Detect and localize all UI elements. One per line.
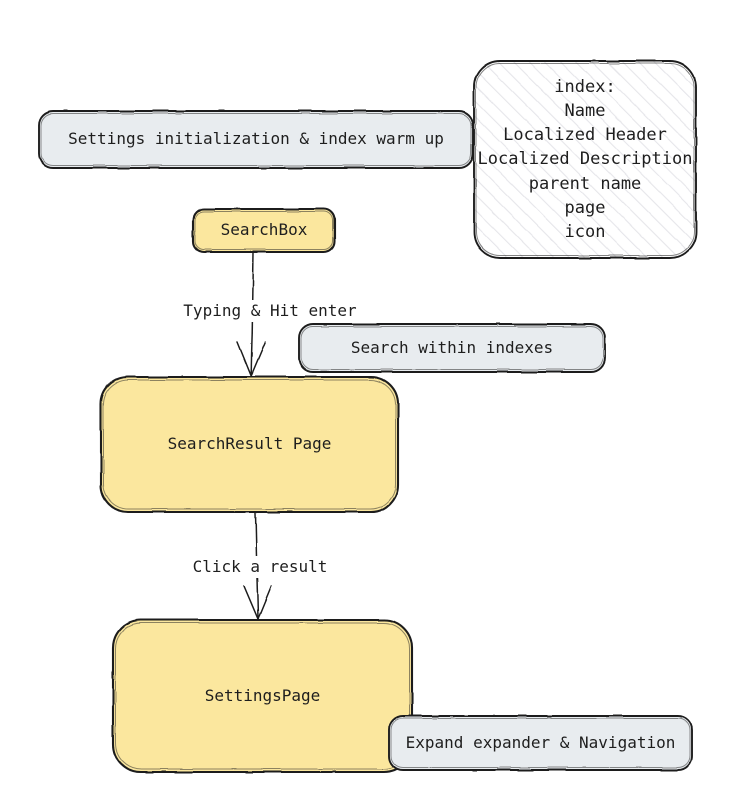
- edge-searchbox-to-searchresult: [236, 252, 267, 377]
- node-search-box-shape: [191, 207, 337, 254]
- index-card-shape: [473, 60, 697, 259]
- edge-searchresult-to-settingspage: [243, 512, 273, 620]
- node-settings-page-shape: [111, 618, 414, 774]
- note-search-within-shape: [298, 323, 606, 373]
- note-expand-navigate-shape: [388, 715, 693, 771]
- node-search-result-page-shape: [99, 375, 400, 514]
- note-settings-init-shape: [38, 110, 474, 169]
